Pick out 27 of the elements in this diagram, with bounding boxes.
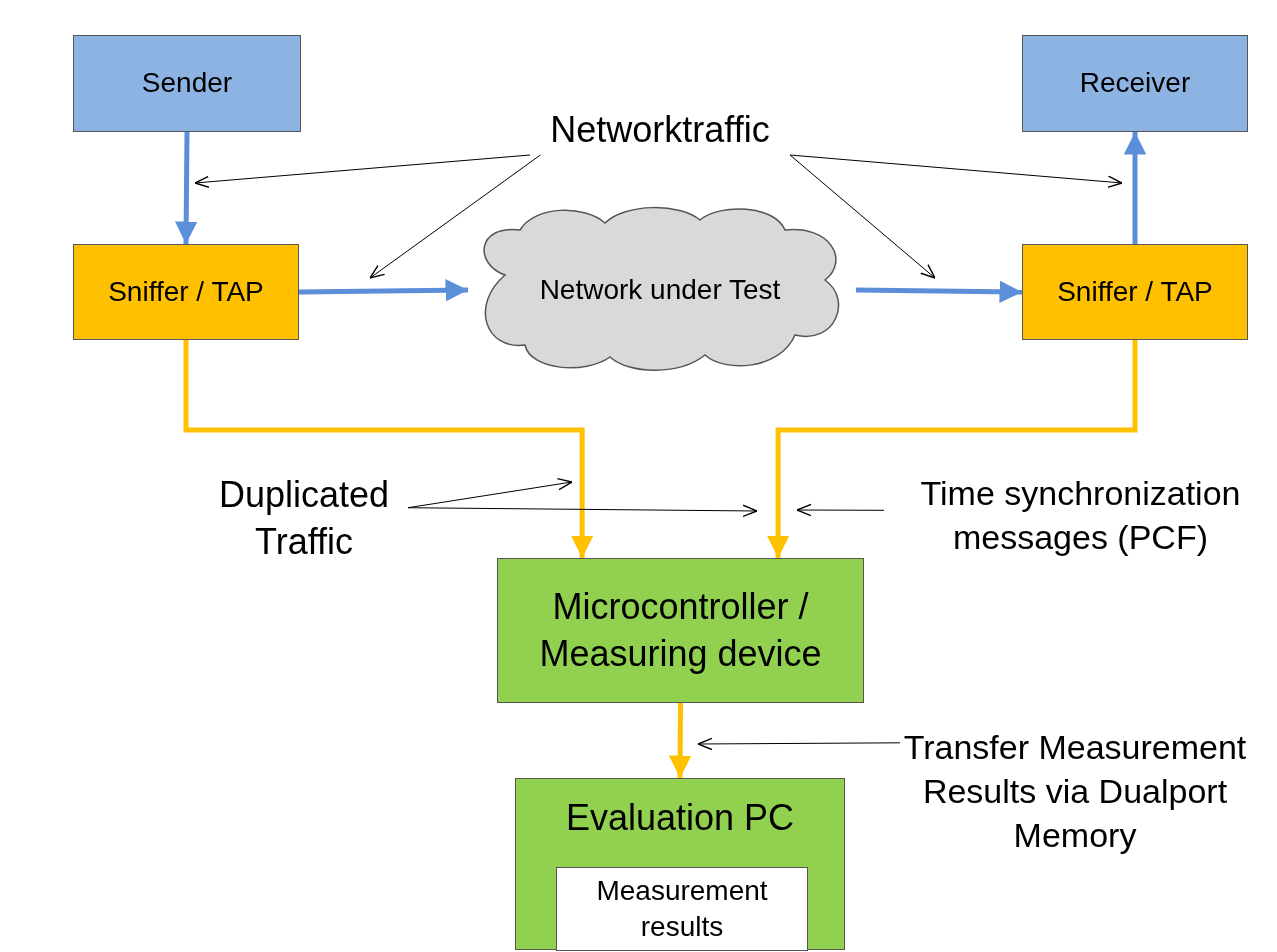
arrow xyxy=(174,131,198,245)
arrow xyxy=(668,703,692,778)
annotation-text: Time synchronization messages (PCF) xyxy=(884,468,1277,562)
arrow xyxy=(183,340,594,558)
leader-line xyxy=(697,737,901,751)
leader-line xyxy=(796,503,885,517)
box-title: Evaluation PC xyxy=(565,796,795,840)
container-box xyxy=(515,778,845,950)
annotation-text: Networktraffic xyxy=(530,105,790,155)
leader-line xyxy=(194,154,531,189)
arrow xyxy=(1123,132,1147,244)
leader-line xyxy=(789,154,1123,189)
leader-line xyxy=(407,504,758,518)
annotation-text: Transfer Measurement Results via Dualport Memory xyxy=(900,718,1250,864)
process-box: Sniffer / TAP xyxy=(1022,244,1248,340)
process-box: Microcontroller / Measuring device xyxy=(497,558,864,703)
process-box: Sniffer / TAP xyxy=(73,244,299,340)
arrow xyxy=(766,340,1138,558)
arrow xyxy=(298,279,469,302)
process-box: Receiver xyxy=(1022,35,1248,132)
annotation-text: Duplicated Traffic xyxy=(200,472,408,566)
process-box: Sender xyxy=(73,35,301,132)
cloud-label: Network under Test xyxy=(539,272,781,307)
leader-line xyxy=(789,154,936,279)
leader-line xyxy=(369,154,541,279)
arrow xyxy=(855,280,1023,303)
process-box: Measurement results xyxy=(556,867,808,951)
